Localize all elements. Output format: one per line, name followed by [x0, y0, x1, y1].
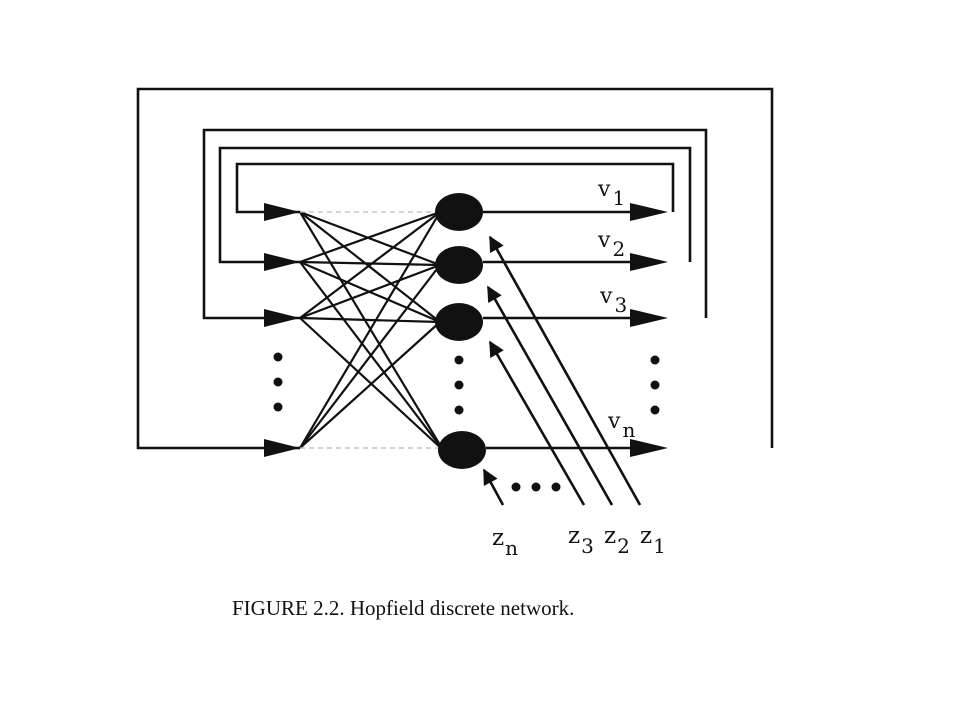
input-line-z2: [486, 285, 614, 506]
connection-2-1: [299, 210, 441, 264]
feedback-loops: [136, 87, 774, 450]
connection-4-2: [299, 264, 441, 449]
middle-ellipsis: [454, 355, 464, 415]
bottom-ellipsis: [511, 482, 561, 492]
connection-3-2: [299, 263, 441, 320]
input-line-zn: [482, 468, 505, 506]
neuron-n: [438, 431, 486, 469]
connection-4-1: [299, 211, 441, 449]
label-z3: z3: [568, 523, 594, 558]
input-labels: zn z3 z2 z1: [492, 523, 666, 560]
input-line-z1: [488, 235, 642, 506]
neuron-1: [435, 193, 483, 231]
output-lines: [483, 203, 668, 457]
feedback-loop-2: [218, 146, 692, 264]
connection-2-2: [299, 260, 441, 267]
figure-caption: FIGURE 2.2. Hopfield discrete network.: [232, 596, 575, 620]
label-z1: z1: [640, 523, 666, 558]
neurons: [435, 193, 486, 469]
external-inputs: [482, 235, 642, 506]
input-arrows: [264, 203, 300, 457]
connection-1-4: [299, 211, 444, 451]
right-ellipsis: [650, 355, 660, 415]
input-arrow-3: [264, 309, 300, 327]
left-ellipsis: [273, 352, 283, 412]
output-arrow-1: [630, 203, 668, 221]
output-arrow-n: [630, 439, 668, 457]
connection-3-1: [299, 211, 441, 319]
output-arrow-2: [630, 253, 668, 271]
neuron-2: [435, 246, 483, 284]
feedback-loop-n: [136, 87, 774, 450]
input-arrow-2: [264, 253, 300, 271]
label-z2: z2: [604, 523, 630, 558]
feedback-loop-1: [235, 162, 675, 214]
connection-3-3: [299, 316, 441, 324]
feedback-loop-3: [202, 128, 708, 320]
input-arrow-1: [264, 203, 300, 221]
input-line-z3: [488, 340, 586, 506]
connection-1-2: [299, 210, 441, 267]
output-arrow-3: [630, 309, 668, 327]
label-zn: zn: [492, 525, 518, 560]
cross-connections: [299, 210, 444, 451]
neuron-3: [435, 303, 483, 341]
connection-4-3: [299, 321, 441, 449]
connection-1-3: [299, 211, 441, 323]
input-arrow-n: [264, 439, 300, 457]
